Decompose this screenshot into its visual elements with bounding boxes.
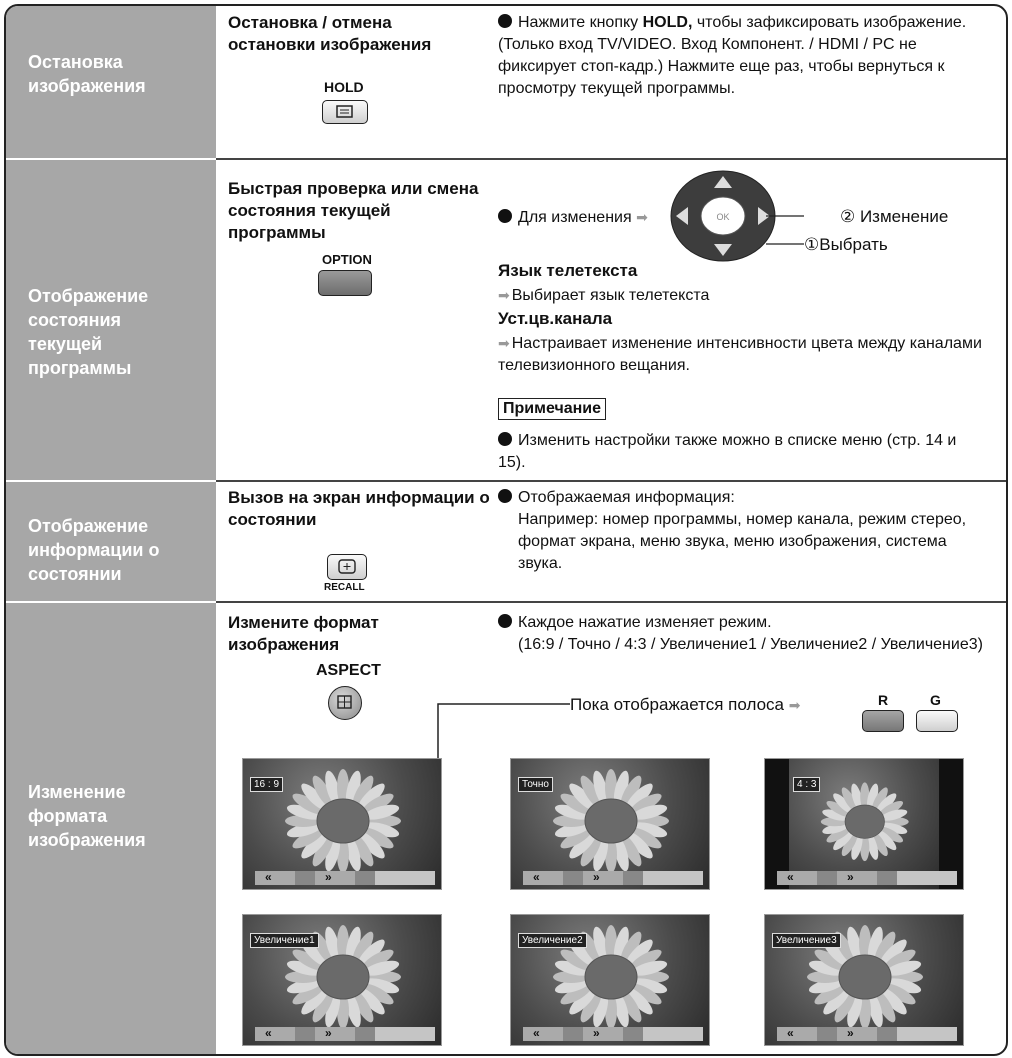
thumb-label: Увеличение3: [772, 933, 841, 948]
sunflower-image: [285, 769, 401, 873]
hold-icon: [336, 105, 353, 118]
divider-side: [6, 601, 216, 603]
sunflower-image: [553, 769, 669, 873]
navigation-pad-icon[interactable]: OK: [670, 170, 776, 262]
step-change-label: ② Изменение: [840, 207, 949, 226]
arrow-icon: ➡: [788, 697, 801, 713]
teletext-title: Язык телетекста: [498, 261, 638, 280]
aspect-button-label: ASPECT: [316, 662, 381, 679]
thumb-label: Увеличение1: [250, 933, 319, 948]
arrow-icon: ➡: [498, 287, 510, 303]
bullet-icon: [498, 209, 512, 223]
thumb-zoom2: Увеличение2 «»: [510, 914, 710, 1046]
aspect-desc2: (16:9 / Точно / 4:3 / Увеличение1 / Увел…: [518, 636, 983, 653]
bullet-icon: [498, 489, 512, 503]
thumb-zoom1: Увеличение1 «»: [242, 914, 442, 1046]
arrow-icon: ➡: [498, 335, 510, 351]
bullet-icon: [498, 614, 512, 628]
side-label-recall: Отображение информации о состоянии: [28, 516, 160, 584]
recall-button-label: RECALL: [324, 582, 365, 593]
thumb-label: 16 : 9: [250, 777, 284, 792]
option-button-label: OPTION: [322, 252, 372, 267]
divider: [6, 480, 1006, 482]
hold-title: Остановка / отмена остановки изображения: [228, 13, 432, 54]
sunflower-image: [807, 925, 923, 1029]
change-instruction: Для изменения ➡: [498, 206, 650, 229]
option-button[interactable]: [318, 270, 372, 296]
side-label-hold: Остановка изображения: [28, 52, 146, 96]
sidebar: [6, 6, 216, 1054]
teletext-desc: ➡Выбирает язык телетекста: [498, 287, 710, 304]
aspect-icon: [337, 695, 352, 709]
thumb-4-3: 4 : 3 «»: [764, 758, 964, 890]
ok-label: OK: [716, 212, 729, 222]
manual-page-frame: Остановка изображения Отображение состоя…: [4, 4, 1008, 1056]
callout-lines: [766, 215, 804, 245]
aspect-bar: «»: [777, 1026, 957, 1041]
hold-description: Нажмите кнопку HOLD, чтобы зафиксировать…: [498, 14, 967, 97]
channel-color-title: Уст.цв.канала: [498, 309, 613, 328]
aspect-bar: «»: [255, 1026, 435, 1041]
side-label-option: Отображение состояния текущей программы: [28, 286, 149, 378]
aspect-desc1: Каждое нажатие изменяет режим.: [498, 612, 998, 634]
arrow-icon: ➡: [636, 209, 648, 225]
channel-color-desc: ➡Настраивает изменение интенсивности цве…: [498, 335, 982, 374]
aspect-bar: «»: [777, 870, 957, 885]
thumb-label: 4 : 3: [793, 777, 821, 792]
thumb-exact: Точно «»: [510, 758, 710, 890]
step-select-label: ①Выбрать: [804, 235, 888, 254]
divider: [6, 601, 1006, 603]
divider-side: [6, 480, 216, 482]
sunflower-image: [553, 925, 669, 1029]
sunflower-image: [285, 925, 401, 1029]
recall-desc1: Отображаемая информация:: [498, 487, 998, 509]
divider: [6, 158, 1006, 160]
note-title: Примечание: [498, 398, 607, 420]
aspect-bar: «»: [255, 870, 435, 885]
bar-text: Пока отображается полоса ➡: [570, 695, 801, 714]
sunflower-image: [820, 782, 909, 862]
thumb-zoom3: Увеличение3 «»: [764, 914, 964, 1046]
recall-desc2: Например: номер программы, номер канала,…: [518, 511, 967, 572]
bullet-icon: [498, 14, 512, 28]
r-button[interactable]: [862, 710, 904, 732]
side-label-aspect: Изменение формата изображения: [28, 782, 146, 850]
divider-side: [6, 158, 216, 160]
aspect-bar: «»: [523, 1026, 703, 1041]
recall-button[interactable]: [327, 554, 367, 580]
bullet-icon: [498, 432, 512, 446]
note-box: Примечание: [498, 398, 607, 420]
note-text: Изменить настройки также можно в списке …: [498, 432, 957, 471]
hold-button[interactable]: [322, 100, 368, 124]
recall-icon: [338, 559, 356, 574]
thumb-16-9: 16 : 9 «»: [242, 758, 442, 890]
thumb-label: Увеличение2: [518, 933, 587, 948]
thumb-label: Точно: [518, 777, 553, 792]
aspect-button[interactable]: [328, 686, 362, 720]
option-title: Быстрая проверка или смена состояния тек…: [228, 179, 479, 242]
recall-title: Вызов на экран информации о состоянии: [228, 488, 490, 529]
r-button-label: R: [878, 692, 889, 708]
hold-button-label: HOLD: [324, 79, 364, 95]
aspect-bar: «»: [523, 870, 703, 885]
g-button-label: G: [930, 692, 941, 708]
g-button[interactable]: [916, 710, 958, 732]
aspect-title: Измените формат изображения: [228, 613, 379, 654]
